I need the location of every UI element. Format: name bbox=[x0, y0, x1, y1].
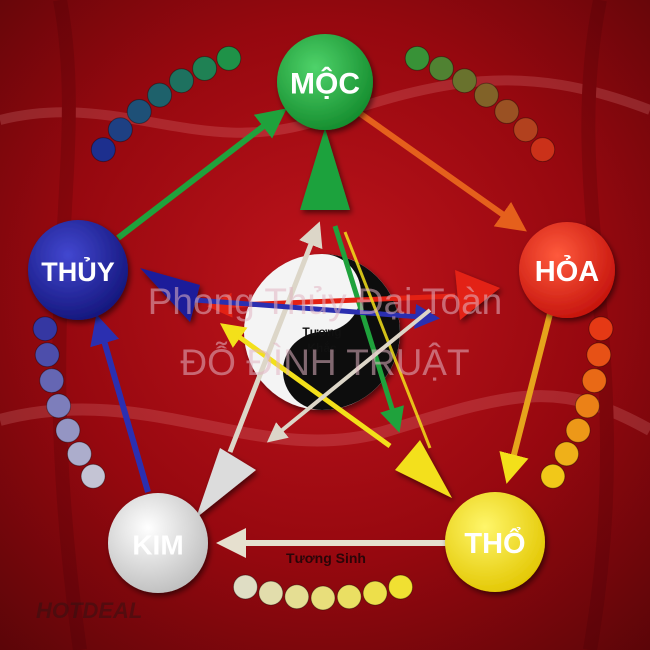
bead bbox=[565, 417, 591, 443]
bead bbox=[554, 441, 580, 467]
element-hoa-label: HỎA bbox=[535, 254, 600, 288]
bead bbox=[574, 393, 600, 419]
bead bbox=[46, 393, 72, 419]
bead bbox=[32, 316, 58, 342]
bead bbox=[581, 368, 607, 394]
controlling-label-line1: Tương bbox=[302, 325, 341, 339]
brand-logo-text: HOTDEAL bbox=[36, 598, 142, 623]
bead bbox=[428, 56, 454, 81]
bead bbox=[473, 82, 499, 108]
bead bbox=[216, 45, 242, 71]
bead bbox=[39, 368, 65, 394]
bead bbox=[452, 68, 477, 94]
bead bbox=[147, 82, 173, 108]
bead bbox=[404, 45, 430, 71]
bead bbox=[126, 99, 152, 124]
controlling-label-line2: Khắc bbox=[307, 340, 337, 355]
element-moc: MỘC bbox=[277, 34, 373, 130]
bead bbox=[258, 580, 284, 606]
generating-cycle-arrows bbox=[90, 108, 555, 558]
bead bbox=[232, 574, 258, 600]
bead bbox=[530, 137, 556, 163]
element-tho-label: THỔ bbox=[464, 526, 525, 560]
element-kim: KIM bbox=[108, 493, 208, 593]
element-moc-label: MỘC bbox=[290, 67, 360, 101]
bead-ring bbox=[32, 45, 614, 611]
bead bbox=[90, 137, 116, 163]
bead bbox=[586, 342, 612, 368]
bead bbox=[80, 463, 106, 489]
bead bbox=[169, 68, 194, 94]
element-hoa: HỎA bbox=[519, 222, 615, 318]
bead bbox=[362, 580, 388, 606]
element-nodes: MỘC HỎA THỔ KIM THỦY bbox=[28, 34, 615, 593]
bead bbox=[540, 463, 566, 489]
bead bbox=[284, 584, 310, 610]
bead bbox=[107, 117, 133, 143]
bead bbox=[34, 342, 60, 368]
generating-label: Tương Sinh bbox=[286, 550, 366, 566]
bead bbox=[310, 585, 336, 611]
element-thuy: THỦY bbox=[28, 220, 128, 320]
bead bbox=[588, 316, 614, 342]
element-wedges bbox=[140, 128, 500, 518]
watermark-line2: ĐỖ ĐÌNH TRUẬT bbox=[180, 341, 469, 383]
bead bbox=[66, 441, 92, 467]
bead bbox=[192, 56, 218, 81]
element-thuy-label: THỦY bbox=[41, 255, 115, 287]
bead bbox=[388, 574, 414, 600]
controlling-cycle-arrows bbox=[194, 221, 456, 453]
bead bbox=[336, 584, 362, 610]
bead bbox=[513, 117, 539, 143]
element-kim-label: KIM bbox=[132, 530, 183, 561]
watermark-line1: Phong Thủy Đại Toàn bbox=[148, 281, 503, 322]
element-tho: THỔ bbox=[445, 492, 545, 592]
bead bbox=[55, 417, 81, 443]
bead bbox=[494, 99, 520, 124]
